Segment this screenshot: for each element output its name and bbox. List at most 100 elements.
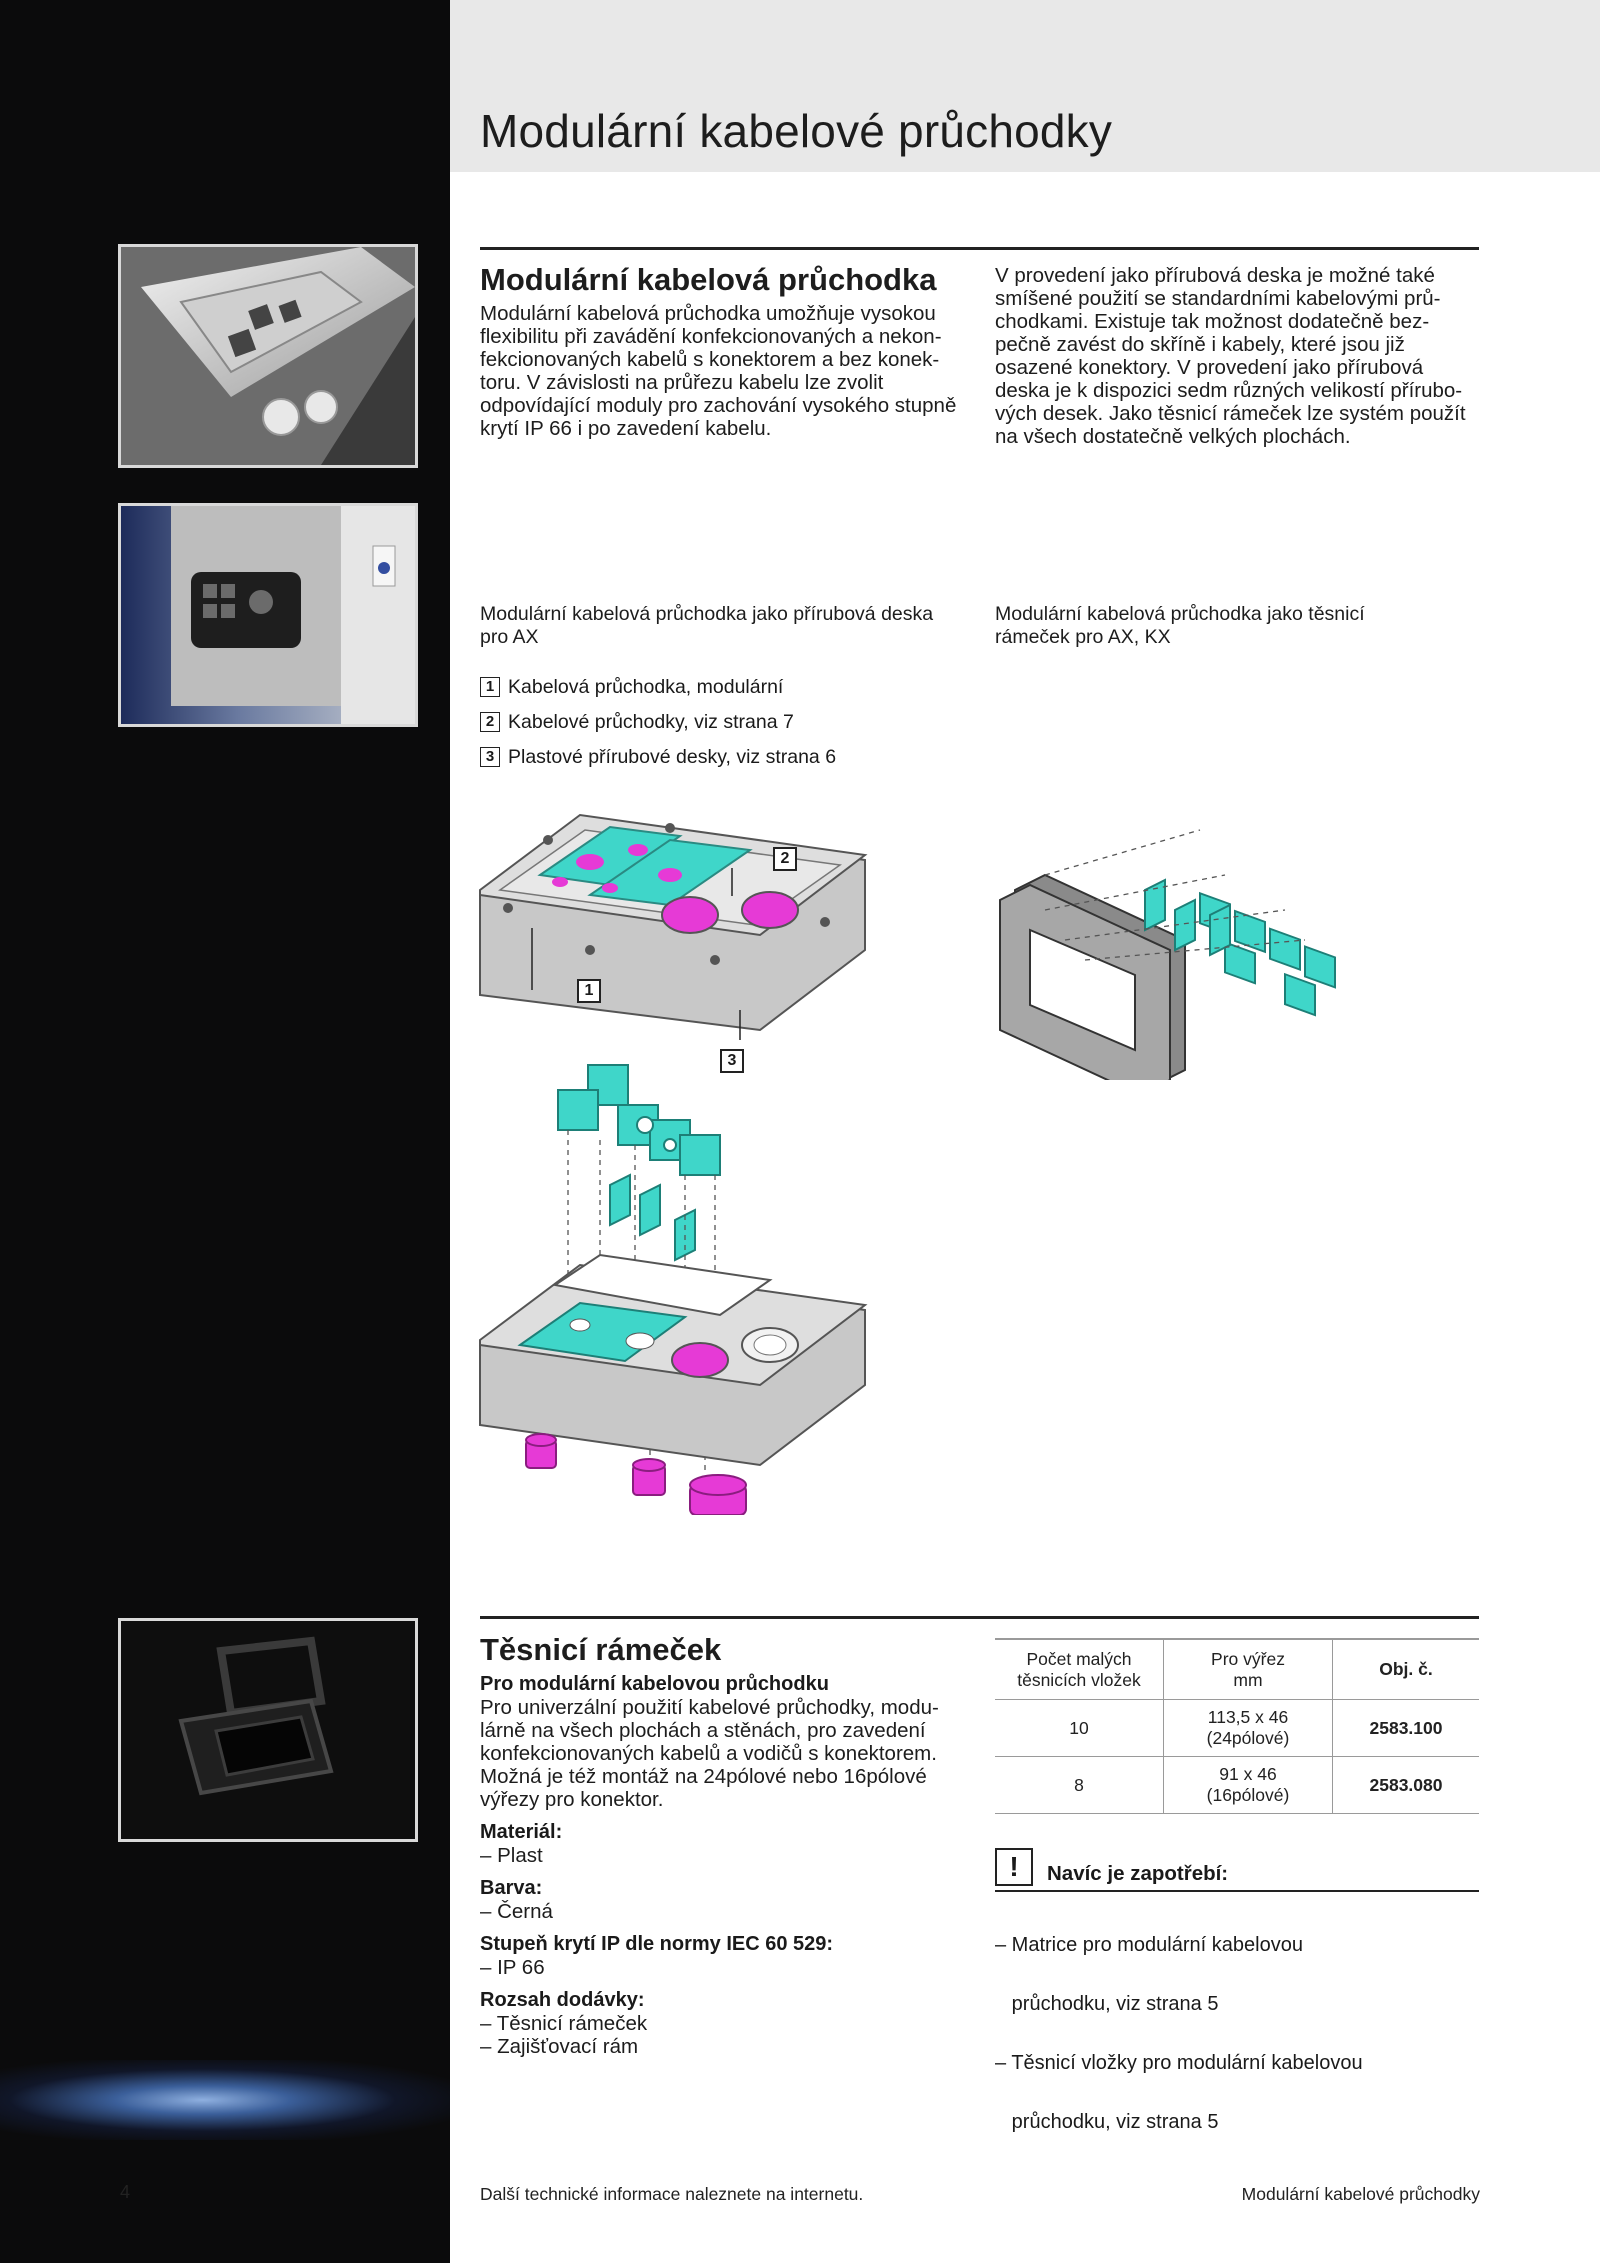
page-title: Modulární kabelové průchodky: [480, 105, 1113, 157]
diagram-label-2: 2: [773, 847, 797, 871]
spec-label-delivery: Rozsah dodávky:: [480, 1989, 645, 2011]
caption-flange-plate: Modulární kabelová průchodka jako přírub…: [480, 603, 980, 649]
cell-line: (16pólové): [1206, 1785, 1290, 1805]
diagram-sealing-frame: [999, 829, 1336, 1080]
table-row: 8 91 x 46 (16pólové) 2583.080: [995, 1756, 1479, 1814]
text-line: výřezy pro konektor.: [480, 1788, 664, 1811]
text-line: Pro univerzální použití kabelové průchod…: [480, 1696, 939, 1719]
legend-item: 3 Plastové přírubové desky, viz strana 6: [480, 745, 836, 769]
section2-content: Pro modulární kabelovou průchodku Pro un…: [480, 1673, 980, 2058]
legend-text: Kabelové průchodky, viz strana 7: [508, 711, 794, 733]
header-line: těsnicích vložek: [1017, 1669, 1141, 1690]
additional-heading: Navíc je zapotřebí:: [1047, 1862, 1229, 1885]
caption-line: pro AX: [480, 626, 539, 648]
header-line: Počet malých: [1026, 1648, 1132, 1669]
legend-item: 1 Kabelová průchodka, modulární: [480, 675, 836, 699]
spec-label-color: Barva:: [480, 1877, 543, 1899]
section1-text-col2: V provedení jako přírubová deska je možn…: [995, 264, 1495, 448]
table-cell: 113,5 x 46 (24pólové): [1163, 1699, 1333, 1757]
diagram-label-3: 3: [720, 1049, 744, 1073]
legend-number: 3: [480, 747, 500, 767]
header-line: mm: [1233, 1669, 1263, 1690]
text-line: vých desek. Jako těsnicí rámeček lze sys…: [995, 402, 1466, 425]
text-line: pečně zavést do skříně i kabely, které j…: [995, 333, 1405, 356]
page-number: 4: [120, 2182, 131, 2202]
legend: 1 Kabelová průchodka, modulární 2 Kabelo…: [480, 675, 836, 769]
table-cell: 8: [995, 1756, 1164, 1814]
legend-number: 1: [480, 677, 500, 697]
order-table-wrapper: Počet malých těsnicích vložek Pro výřez …: [995, 1638, 1479, 1814]
text-line: chodkami. Existuje tak možnost dodatečně…: [995, 310, 1430, 333]
text-line: krytí IP 66 i po zavedení kabelu.: [480, 417, 772, 440]
table-header: Počet malých těsnicích vložek: [995, 1639, 1164, 1700]
cell-line: 113,5 x 46: [1207, 1707, 1289, 1727]
text-line: flexibilitu při zavádění konfekcionovaný…: [480, 325, 942, 348]
text-line: osazené konektory. V provedení jako přír…: [995, 356, 1424, 379]
section-heading-sealing-frame: Těsnicí rámeček: [480, 1632, 722, 1667]
header-band: [450, 0, 1600, 172]
spec-label-ip: Stupeň krytí IP dle normy IEC 60 529:: [480, 1933, 834, 1955]
footer-note: Další technické informace naleznete na i…: [480, 2184, 864, 2204]
section2-body: Pro univerzální použití kabelové průchod…: [480, 1696, 980, 1811]
cell-line: (24pólové): [1206, 1728, 1290, 1748]
text-line: odpovídající moduly pro zachování vysoké…: [480, 394, 957, 417]
text-line: fekcionovaných kabelů s konektorem a bez…: [480, 348, 940, 371]
diagram-label-1: 1: [577, 979, 601, 1003]
table-cell: 10: [995, 1699, 1164, 1757]
text-line: na všech dostatečně velkých plochách.: [995, 425, 1351, 448]
product-photo-middle: [118, 503, 418, 727]
additional-header: ! Navíc je zapotřebí:: [995, 1848, 1479, 1892]
additionally-required: ! Navíc je zapotřebí: – Matrice pro modu…: [995, 1848, 1479, 2170]
section-rule-2: [480, 1616, 1479, 1619]
spec-value: – Plast: [480, 1844, 543, 1867]
list-item: průchodku, viz strana 5: [995, 2111, 1219, 2133]
subheading: Pro modulární kabelovou průchodku: [480, 1673, 829, 1695]
text-line: lárně na všech plochách a stěnách, pro z…: [480, 1719, 926, 1742]
cell-line: 91 x 46: [1219, 1764, 1277, 1784]
list-item: průchodku, viz strana 5: [995, 1993, 1219, 2015]
spec-label-material: Materiál:: [480, 1821, 563, 1843]
table-row: 10 113,5 x 46 (24pólové) 2583.100: [995, 1699, 1479, 1757]
product-photo-top: [118, 244, 418, 468]
table-header: Pro výřez mm: [1163, 1639, 1333, 1700]
caption-line: rámeček pro AX, KX: [995, 626, 1171, 648]
additional-list: – Matrice pro modulární kabelovou průcho…: [995, 1898, 1479, 2170]
legend-text: Kabelová průchodka, modulární: [508, 676, 784, 698]
header-line: Pro výřez: [1211, 1648, 1285, 1669]
text-line: smíšené použití se standardními kabelový…: [995, 287, 1441, 310]
table-header-row: Počet malých těsnicích vložek Pro výřez …: [995, 1639, 1479, 1700]
caption-line: Modulární kabelová průchodka jako těsnic…: [995, 603, 1365, 625]
text-line: Modulární kabelová průchodka umožňuje vy…: [480, 302, 936, 325]
table-cell: 2583.100: [1332, 1699, 1479, 1757]
list-item: – Těsnicí vložky pro modulární kabelovou: [995, 2052, 1363, 2074]
spec-value: – Zajišťovací rám: [480, 2035, 639, 2058]
order-table: Počet malých těsnicích vložek Pro výřez …: [995, 1639, 1479, 1814]
section-rule-1: [480, 247, 1479, 250]
header-line: Obj. č.: [1379, 1659, 1433, 1679]
legend-item: 2 Kabelové průchodky, viz strana 7: [480, 710, 836, 734]
legend-text: Plastové přírubové desky, viz strana 6: [508, 746, 837, 768]
table-cell: 91 x 46 (16pólové): [1163, 1756, 1333, 1814]
table-cell: 2583.080: [1332, 1756, 1479, 1814]
table-header: Obj. č.: [1332, 1639, 1479, 1700]
diagram-exploded-assembly: [479, 1064, 868, 1515]
caption-line: Modulární kabelová průchodka jako přírub…: [480, 603, 934, 625]
spec-value: – Těsnicí rámeček: [480, 2012, 648, 2035]
sidebar-light-glow: [0, 2060, 450, 2140]
diagram-flange-plate: [479, 813, 868, 1040]
spec-value: – IP 66: [480, 1956, 545, 1979]
text-line: konfekcionovaných kabelů a vodičů s kone…: [480, 1742, 937, 1765]
product-photo-bottom: [118, 1618, 418, 1842]
section-heading-cable-gland: Modulární kabelová průchodka: [480, 262, 937, 297]
text-line: toru. V závislosti na průřezu kabelu lze…: [480, 371, 884, 394]
footer-section-title: Modulární kabelové průchodky: [1241, 2184, 1480, 2204]
list-item: – Matrice pro modulární kabelovou: [995, 1934, 1303, 1956]
warning-icon: !: [995, 1848, 1033, 1886]
section1-text-col1: Modulární kabelová průchodka umožňuje vy…: [480, 302, 980, 440]
text-line: V provedení jako přírubová deska je možn…: [995, 264, 1435, 287]
legend-number: 2: [480, 712, 500, 732]
spec-value: – Černá: [480, 1900, 553, 1923]
caption-sealing-frame: Modulární kabelová průchodka jako těsnic…: [995, 603, 1495, 649]
text-line: deska je k dispozici sedm různých veliko…: [995, 379, 1463, 402]
text-line: Možná je též montáž na 24pólové nebo 16p…: [480, 1765, 927, 1788]
